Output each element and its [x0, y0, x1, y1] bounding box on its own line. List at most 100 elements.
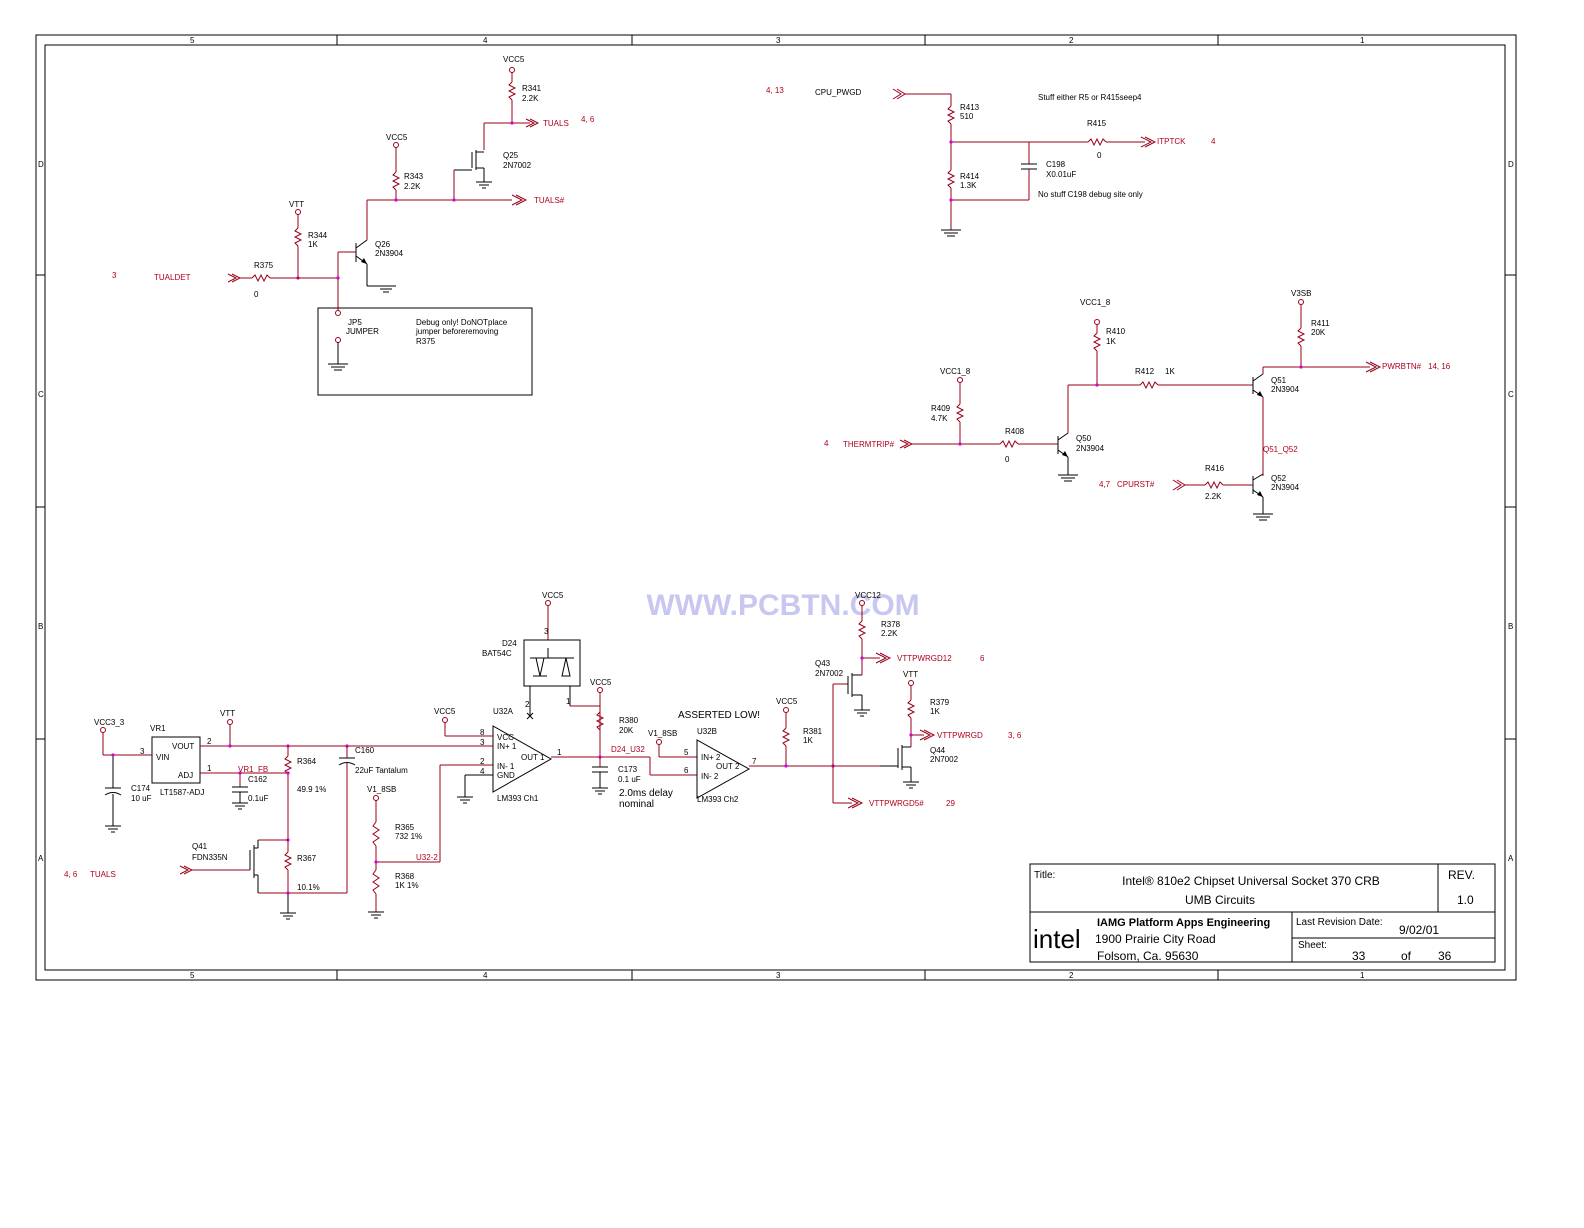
pin-vr1-2: 2: [207, 737, 212, 746]
zone-row-a-left: A: [38, 854, 44, 863]
sheet-label: Sheet:: [1298, 940, 1327, 951]
label-c198: C198: [1046, 160, 1066, 169]
label-r413-value: 510: [960, 112, 974, 121]
label-r379: R379: [930, 698, 950, 707]
label-q52-value: 2N3904: [1271, 483, 1300, 492]
note-delay-2: nominal: [619, 799, 654, 810]
label-u32a-gnd: GND: [497, 771, 515, 780]
label-r414: R414: [960, 172, 980, 181]
label-jp5-value: JUMPER: [346, 327, 379, 336]
sheet-number: 33: [1352, 949, 1366, 963]
net-vttpwrgd5: VTTPWRGD5#: [869, 799, 924, 808]
pin-u32a-4: 4: [480, 767, 485, 776]
label-q50: Q50: [1076, 434, 1092, 443]
pin-u32a-2: 2: [480, 757, 485, 766]
net-vttpwrgd12: VTTPWRGD12: [897, 654, 952, 663]
label-vcc5-c: VCC5: [542, 591, 564, 600]
label-r365-value: 732 1%: [395, 832, 422, 841]
title-label: Title:: [1034, 870, 1055, 881]
label-c174-value: 10 uF: [131, 794, 152, 803]
label-r412: R412: [1135, 367, 1155, 376]
zone-col-4-top: 4: [483, 36, 488, 45]
label-jp5: JP5: [348, 318, 362, 327]
label-r378-value: 2.2K: [881, 629, 898, 638]
label-vtt-c: VTT: [220, 709, 235, 718]
rev-value: 1.0: [1457, 893, 1474, 907]
label-vr1-vout: VOUT: [172, 742, 194, 751]
net-u32-2: U32-2: [416, 853, 438, 862]
label-q51-value: 2N3904: [1271, 385, 1300, 394]
pin-u32a-1: 1: [557, 748, 562, 757]
label-u32b-name: LM393 Ch2: [697, 795, 739, 804]
zone-row-b-left: B: [38, 622, 43, 631]
label-r375: R375: [254, 261, 274, 270]
label-r410: R410: [1106, 327, 1126, 336]
pin-d24-1: 1: [566, 697, 571, 706]
label-r415: R415: [1087, 119, 1107, 128]
pin-u32a-3: 3: [480, 738, 485, 747]
label-r368: R368: [395, 872, 415, 881]
label-r375-value: 0: [254, 290, 259, 299]
label-u32a-name: LM393 Ch1: [497, 794, 539, 803]
net-cpurst: CPURST#: [1117, 480, 1155, 489]
label-r410-value: 1K: [1106, 337, 1116, 346]
last-revision-value: 9/02/01: [1399, 923, 1439, 937]
label-r411-value: 20K: [1311, 328, 1326, 337]
label-r367: R367: [297, 854, 317, 863]
label-vcc5-g: VCC5: [776, 697, 798, 706]
label-r416: R416: [1205, 464, 1225, 473]
zone-ticks: [36, 35, 1516, 980]
label-r341-value: 2.2K: [522, 94, 539, 103]
label-r416-value: 2.2K: [1205, 492, 1222, 501]
net-tualdet-ref: 3: [112, 271, 117, 280]
label-q41-value: FDN335N: [192, 853, 228, 862]
note-debug-3: R375: [416, 337, 436, 346]
label-r409: R409: [931, 404, 951, 413]
net-cpu-pwgd: CPU_PWGD: [815, 88, 861, 97]
label-q41: Q41: [192, 842, 208, 851]
label-r343: R343: [404, 172, 424, 181]
label-q44-value: 2N7002: [930, 755, 959, 764]
pin-d24-3: 3: [544, 627, 549, 636]
pin-u32b-6: 6: [684, 766, 689, 775]
label-c174: C174: [131, 784, 151, 793]
label-r378: R378: [881, 620, 901, 629]
net-vr1-fb: VR1_FB: [238, 765, 268, 774]
label-q44: Q44: [930, 746, 946, 755]
label-d24-value: BAT54C: [482, 649, 512, 658]
zone-row-c-right: C: [1508, 390, 1514, 399]
label-r380: R380: [619, 716, 639, 725]
pin-u32b-7: 7: [752, 757, 757, 766]
net-cpurst-ref: 4,7: [1099, 480, 1111, 489]
net-cpu-pwgd-ref: 4, 13: [766, 86, 784, 95]
zone-row-d-right: D: [1508, 160, 1514, 169]
label-r409-value: 4.7K: [931, 414, 948, 423]
net-vttpwrgd-ref: 3, 6: [1008, 731, 1022, 740]
net-tuals-b: TUALS: [90, 870, 116, 879]
label-r415-value: 0: [1097, 151, 1102, 160]
label-vcc18-b: VCC1_8: [940, 367, 971, 376]
label-vtt-b: VTT: [903, 670, 918, 679]
net-tuals-a: TUALS: [543, 119, 569, 128]
zone-row-d-left: D: [38, 160, 44, 169]
sheet-total: 36: [1438, 949, 1452, 963]
label-q26-value: 2N3904: [375, 249, 404, 258]
company-name: IAMG Platform Apps Engineering: [1097, 917, 1270, 929]
label-u32a-inm: IN- 1: [497, 762, 515, 771]
net-itptck: ITPTCK: [1157, 137, 1186, 146]
label-vr1: VR1: [150, 724, 166, 733]
zone-row-a-right: A: [1508, 854, 1514, 863]
title-block: [1029, 863, 1496, 963]
label-r368-value: 1K 1%: [395, 881, 419, 890]
label-r379-value: 1K: [930, 707, 940, 716]
net-vttpwrgd: VTTPWRGD: [937, 731, 983, 740]
label-q43: Q43: [815, 659, 831, 668]
label-u32a: U32A: [493, 707, 514, 716]
label-u32a-inp: IN+ 1: [497, 742, 517, 751]
label-r364-value: 49.9 1%: [297, 785, 326, 794]
label-c160: C160: [355, 746, 375, 755]
net-d24-u32: D24_U32: [611, 745, 645, 754]
label-r381-value: 1K: [803, 736, 813, 745]
watermark: WWW.PCBTN.COM: [646, 589, 919, 622]
